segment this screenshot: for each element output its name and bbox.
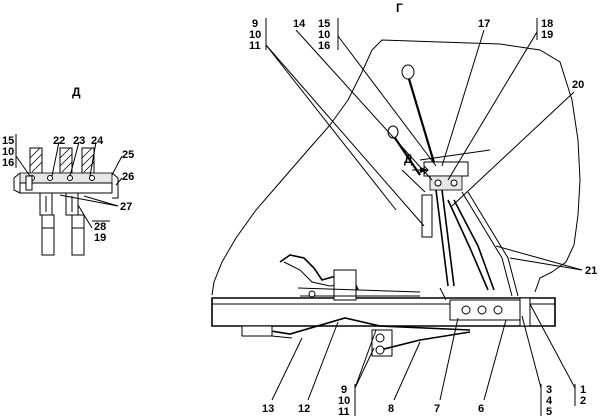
svg-text:2: 2 (580, 395, 586, 407)
under-floor-rods (241, 317, 471, 357)
gear-housing (419, 149, 491, 191)
svg-text:14: 14 (293, 18, 306, 30)
pedal-assembly (279, 254, 421, 301)
svg-text:5: 5 (546, 406, 552, 417)
callout-detail-15-10-16: 15 10 16 (2, 134, 17, 169)
shift-lever-tall (401, 64, 440, 177)
svg-text:17: 17 (478, 18, 490, 30)
detail-bracket (13, 172, 119, 199)
svg-text:10: 10 (249, 29, 261, 41)
callout-detail-23: 23 (73, 135, 85, 147)
callout-bottom-6: 6 (478, 319, 507, 415)
detail-leaders (15, 141, 123, 229)
lower-mechanism (439, 287, 531, 327)
svg-text:9: 9 (341, 384, 347, 396)
detail-lever-rod-left (29, 147, 43, 174)
callout-detail-24: 24 (91, 135, 104, 147)
svg-text:19: 19 (541, 29, 553, 41)
svg-text:21: 21 (585, 265, 597, 277)
svg-text:Д: Д (404, 152, 413, 166)
svg-text:3: 3 (546, 384, 552, 396)
callout-bottom-7: 7 (434, 317, 459, 415)
callout-bottom-1-2: 1 2 (529, 303, 586, 407)
svg-text:10: 10 (318, 29, 330, 41)
callout-bottom-9-10-11: 9 10 11 (338, 329, 377, 417)
svg-text:16: 16 (318, 40, 330, 52)
detail-lever-rod-right (81, 147, 95, 174)
svg-text:28: 28 (94, 221, 106, 233)
svg-text:7: 7 (434, 403, 440, 415)
svg-text:20: 20 (572, 79, 584, 91)
svg-text:15: 15 (2, 135, 14, 147)
callout-top-17: 17 (441, 18, 490, 167)
callout-top-9-10-11: 9 10 11 (249, 18, 425, 227)
callout-detail-26: 26 (122, 171, 134, 183)
svg-text:15: 15 (318, 18, 330, 30)
svg-text:10: 10 (2, 146, 14, 158)
callout-detail-25: 25 (122, 149, 134, 161)
detail-lever-rod-mid (59, 147, 73, 174)
svg-text:13: 13 (262, 403, 274, 415)
cab-outline (211, 39, 581, 296)
callout-detail-27: 27 (120, 201, 132, 213)
svg-text:18: 18 (541, 18, 553, 30)
svg-text:10: 10 (338, 395, 350, 407)
detail-view-d: Д (2, 85, 134, 256)
detail-lower-rods (39, 192, 85, 256)
svg-text:11: 11 (249, 40, 261, 52)
detail-view-title: Д (72, 85, 81, 99)
svg-text:1: 1 (580, 384, 586, 396)
svg-text:19: 19 (94, 232, 106, 244)
callout-bottom-8: 8 (388, 341, 421, 415)
svg-text:4: 4 (546, 395, 553, 407)
main-view-g: Г (211, 1, 597, 417)
svg-text:6: 6 (478, 403, 484, 415)
callout-bottom-12: 12 (298, 321, 339, 415)
svg-text:11: 11 (338, 406, 350, 417)
svg-text:8: 8 (388, 403, 394, 415)
main-view-title: Г (396, 1, 403, 15)
callout-right-21: 21 (495, 245, 597, 277)
callout-bottom-3-4-5: 3 4 5 (521, 315, 553, 417)
vertical-linkage (421, 189, 519, 297)
svg-text:16: 16 (2, 157, 14, 169)
svg-text:12: 12 (298, 403, 310, 415)
callout-top-15-10-16: 15 10 16 (318, 18, 437, 167)
svg-text:9: 9 (252, 18, 258, 30)
callout-top-14: 14 (293, 18, 433, 181)
callout-detail-28-19: 28 19 (92, 220, 110, 244)
callout-top-18-19: 18 19 (447, 18, 553, 181)
callout-detail-22: 22 (53, 135, 65, 147)
callout-bottom-13: 13 (262, 337, 303, 415)
callout-top-20: 20 (451, 79, 584, 207)
